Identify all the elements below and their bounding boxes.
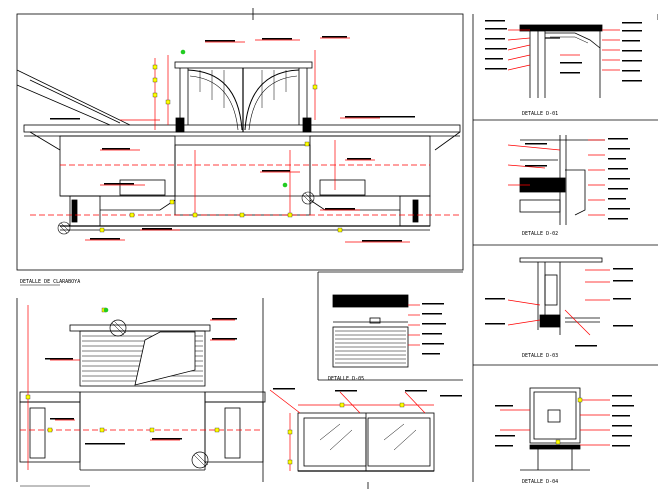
lower-elevation-node	[103, 307, 109, 313]
detail-03-title: DETALLE D-03	[522, 353, 558, 359]
main-view-annotations	[30, 37, 460, 243]
sheet-frame	[16, 8, 658, 482]
detail-05-label-bars	[422, 303, 446, 355]
main-view-title: DETALLE DE CLARABOYA	[20, 279, 80, 285]
detail-01	[519, 24, 603, 98]
detail-04	[520, 387, 590, 471]
detail-05	[332, 294, 409, 368]
main-skylight-elevation	[16, 61, 461, 235]
detail-05-annotations	[408, 304, 420, 346]
detail-04-annotations	[500, 399, 610, 446]
detail-02-label-bars	[525, 138, 630, 220]
detail-01-title: DETALLE D-01	[522, 111, 558, 117]
detail-03	[519, 257, 603, 335]
detail-02	[519, 135, 605, 225]
detail-02-title: DETALLE D-02	[522, 231, 558, 237]
main-view-nodes	[180, 49, 288, 188]
lower-elevation-label-bars	[45, 318, 237, 445]
detail-01-label-bars	[485, 20, 642, 82]
detail-03-annotations	[507, 269, 610, 336]
glass-panel-elevation	[297, 412, 435, 472]
glass-panel-markers	[287, 402, 405, 465]
glass-panel-label-bars	[273, 388, 462, 397]
detail-04-label-bars	[495, 395, 634, 447]
detail-02-annotations	[507, 139, 605, 216]
lower-elevation	[19, 319, 266, 471]
main-view-label-bars	[50, 36, 415, 242]
detail-01-annotations	[507, 29, 620, 71]
glass-panel-annotations	[269, 389, 434, 471]
detail-04-title: DETALLE D-04	[522, 479, 558, 485]
detail-04-markers	[555, 397, 583, 445]
lower-elevation-annotations	[20, 305, 260, 470]
main-view-markers	[99, 64, 343, 233]
detail-03-label-bars	[485, 268, 633, 347]
detail-05-title: DETALLE D-05	[328, 376, 364, 382]
